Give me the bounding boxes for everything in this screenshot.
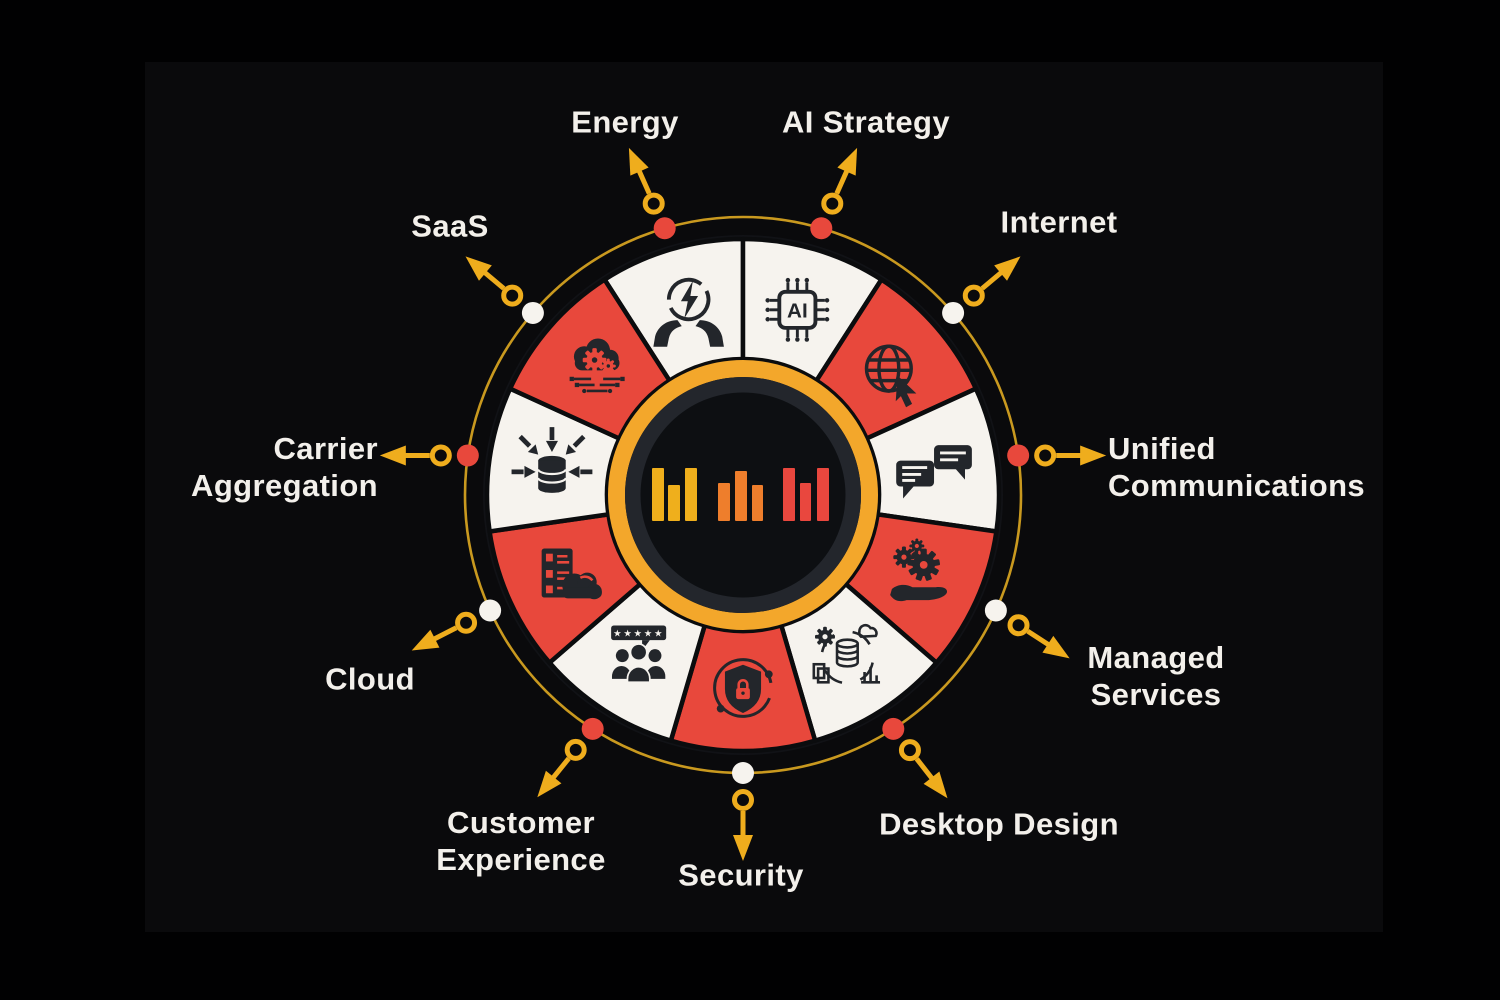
cloud-gears-icon (569, 338, 625, 394)
carrier-aggregation-dot (456, 444, 479, 467)
logo-bar (668, 485, 680, 521)
security-connector-arrow (732, 789, 754, 861)
people-rating-icon: ★★★★★ (611, 625, 667, 684)
internet-dot (942, 301, 965, 324)
workflow-database-icon (812, 623, 881, 685)
managed-services-dot (984, 599, 1007, 622)
logo-bar (652, 468, 664, 521)
desktop-design-connector-arrow (898, 739, 948, 799)
customer-experience-connector-arrow (537, 738, 587, 798)
security-dot (732, 762, 754, 784)
logo-bar (817, 468, 829, 521)
chat-bubbles-icon (896, 445, 972, 499)
hands-energy-icon (653, 277, 724, 347)
desktop-design-dot (882, 717, 905, 740)
cloud-dot (479, 599, 502, 622)
shield-lock-icon (713, 658, 773, 718)
logo-bar (783, 468, 795, 521)
svg-text:★★★★★: ★★★★★ (613, 629, 664, 640)
logo-bar (752, 485, 763, 521)
database-arrows-icon (511, 427, 593, 493)
ai-strategy-dot (810, 217, 833, 240)
center-gold-ring (608, 360, 878, 630)
ai-strategy-connector-arrow (821, 147, 858, 215)
saas-dot (521, 301, 544, 324)
logo-bar (685, 468, 697, 521)
logo-bar (735, 471, 747, 521)
center-bars-logo (652, 468, 829, 521)
unified-communications-connector-arrow (1034, 444, 1107, 467)
logo-bar (800, 483, 811, 521)
ai-chip-icon: .f{fill:#23262B;stroke:none;} AI (765, 277, 830, 342)
gears-hand-icon (890, 538, 948, 602)
energy-dot (653, 217, 676, 240)
unified-communications-dot (1007, 444, 1030, 467)
saas-connector-arrow (465, 256, 524, 307)
managed-services-connector-arrow (1007, 614, 1070, 659)
energy-connector-arrow (628, 147, 665, 215)
svg-text:AI: AI (787, 300, 808, 323)
logo-bar (718, 483, 730, 521)
internet-connector-arrow (962, 256, 1021, 307)
carrier-aggregation-connector-arrow (379, 444, 452, 467)
cloud-connector-arrow (411, 611, 478, 651)
server-cloud-icon (541, 548, 602, 600)
customer-experience-dot (581, 717, 604, 740)
